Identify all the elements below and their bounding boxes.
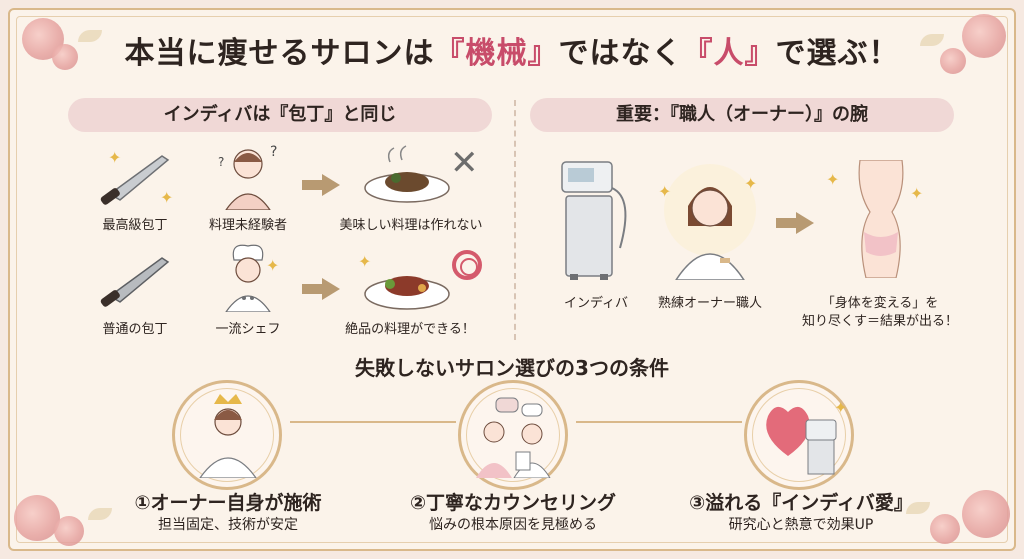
heart-machine-icon [766, 406, 837, 475]
title-part1: 本当に痩せるサロンは [124, 36, 435, 71]
sparkle-icon: ✦ [108, 148, 122, 167]
sparkle-icon: ✦ [826, 170, 840, 189]
chef-label: 一流シェフ [215, 322, 281, 337]
rose-decoration [14, 495, 60, 541]
arrow-icon [302, 278, 342, 300]
condition-2-title: ②丁寧なカウンセリング [409, 492, 617, 514]
gourmet-dish-icon [364, 276, 450, 310]
rose-decoration [962, 14, 1006, 58]
confused-beginner-icon: ? ? [218, 144, 277, 210]
rose-decoration [52, 44, 78, 70]
cross-mark-icon: ✕ [450, 143, 479, 183]
counseling-icon [476, 397, 551, 478]
left-panel-heading: インディバは『包丁』と同じ [68, 98, 492, 132]
medal-frame [458, 380, 568, 490]
condition-3-subtitle: 研究心と熱意で効果UP [728, 517, 874, 533]
sparkle-icon: ✦ [266, 256, 280, 275]
title-machine: 『機械』 [434, 36, 559, 71]
slim-body-icon [858, 160, 904, 278]
title-part2: ではなく [558, 36, 683, 71]
sparkle-icon: ✦ [358, 252, 372, 271]
condition-1-subtitle: 担当固定、技術が安定 [158, 517, 298, 533]
great-result-label: 絶品の料理ができる！ [345, 322, 475, 337]
rose-decoration [940, 48, 966, 74]
sparkle-icon: ✦ [160, 188, 174, 207]
sparkle-icon: ✦ [834, 398, 848, 417]
crowned-owner-icon [199, 394, 257, 478]
panel-divider [514, 100, 516, 340]
poor-result-label: 美味しい料理は作れない [339, 218, 483, 233]
rose-decoration [54, 516, 84, 546]
title-part3: で選ぶ！ [775, 36, 900, 71]
right-panel-heading: 重要：『職人（オーナー）』の腕 [530, 98, 954, 132]
page-title: 本当に痩せるサロンは『機械』ではなく『人』で選ぶ！ [0, 28, 1024, 72]
condition-2-subtitle: 悩みの根本原因を見極める [429, 517, 597, 533]
svg-text:?: ? [270, 144, 277, 160]
sparkle-icon: ✦ [910, 184, 924, 203]
chain-divider [290, 421, 456, 423]
skilled-owner-icon [664, 164, 756, 280]
double-circle-mark-icon [452, 250, 482, 280]
chef-icon [225, 244, 271, 312]
rose-decoration [962, 490, 1010, 538]
conditions-heading: 失敗しないサロン選びの3つの条件 [355, 356, 669, 380]
poor-dish-icon [364, 145, 450, 203]
svg-text:?: ? [218, 155, 224, 169]
result-line2: 知り尽くす＝結果が出る！ [801, 314, 958, 329]
result-line1: 「身体を変える」を [821, 296, 939, 311]
sparkle-icon: ✦ [658, 182, 672, 201]
beginner-label: 料理未経験者 [208, 218, 287, 233]
leaf-decoration [920, 34, 944, 46]
skilled-owner-label: 熟練オーナー職人 [657, 296, 762, 311]
title-person: 『人』 [682, 36, 776, 71]
sparkle-icon: ✦ [744, 174, 758, 193]
chain-divider [576, 421, 742, 423]
leaf-decoration [88, 508, 112, 520]
ordinary-knife-icon [100, 257, 170, 307]
indiba-label: インディバ [563, 296, 629, 311]
ordinary-knife-label: 普通の包丁 [102, 322, 168, 337]
premium-knife-icon [100, 155, 170, 205]
leaf-decoration [78, 30, 102, 42]
condition-1-title: ①オーナー自身が施術 [134, 492, 322, 514]
condition-3-title: ③溢れる『インディバ愛』 [689, 492, 913, 514]
indiba-machine-icon [561, 161, 627, 280]
arrow-icon [302, 174, 342, 196]
rose-decoration [930, 514, 960, 544]
premium-knife-label: 最高級包丁 [102, 218, 168, 233]
arrow-icon [776, 212, 816, 234]
leaf-decoration [906, 502, 930, 514]
